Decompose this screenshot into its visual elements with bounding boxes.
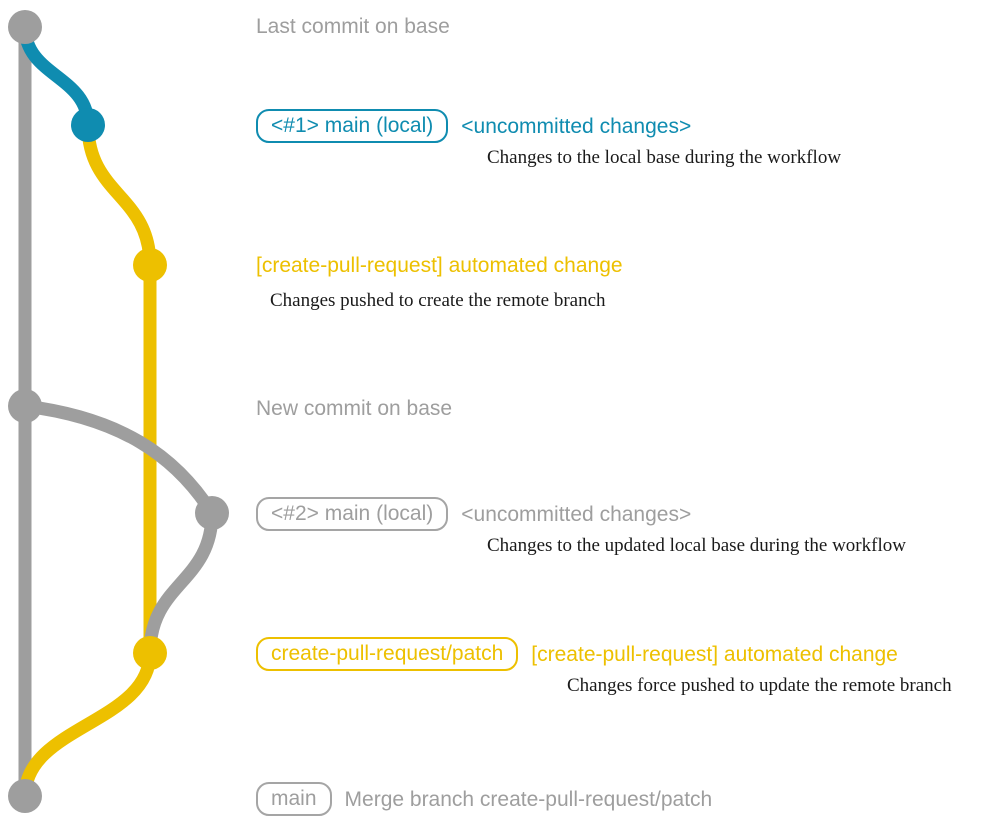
commit-node-base-top[interactable] xyxy=(8,10,42,44)
annotation-local-commit-2: <#2> main (local) <uncommitted changes> xyxy=(256,497,691,531)
commit-note-automated-change-2: Changes force pushed to update the remot… xyxy=(567,675,952,696)
ref-badge-main-local-2[interactable]: <#2> main (local) xyxy=(256,497,449,531)
commit-subject-automated-change-2: [create-pull-request] automated change xyxy=(531,642,898,666)
edge-local-2-to-patch-2 xyxy=(143,506,219,660)
edge-patch-2-to-merge xyxy=(18,646,157,803)
commit-node-base-new[interactable] xyxy=(8,389,42,423)
commit-node-local-2[interactable] xyxy=(195,496,229,530)
commit-node-patch-2[interactable] xyxy=(133,636,167,670)
edge-local-1-to-patch-1 xyxy=(81,118,157,272)
label-new-commit-on-base: New commit on base xyxy=(256,397,453,420)
commit-node-patch-1[interactable] xyxy=(133,248,167,282)
commit-node-merge[interactable] xyxy=(8,779,42,813)
commit-subject-merge: Merge branch create-pull-request/patch xyxy=(344,787,713,811)
commit-subject-local-1: <uncommitted changes> xyxy=(461,114,692,138)
commit-subject-automated-change-1: [create-pull-request] automated change xyxy=(256,254,623,277)
annotation-automated-change-2: create-pull-request/patch [create-pull-r… xyxy=(256,637,898,671)
annotation-merge-commit: main Merge branch create-pull-request/pa… xyxy=(256,782,712,816)
label-last-commit-on-base: Last commit on base xyxy=(256,15,450,38)
ref-badge-main-local-1[interactable]: <#1> main (local) xyxy=(256,109,449,143)
annotation-local-commit-1: <#1> main (local) <uncommitted changes> xyxy=(256,109,691,143)
annotation-automated-change-1: [create-pull-request] automated change xyxy=(256,255,623,276)
commit-note-automated-change-1: Changes pushed to create the remote bran… xyxy=(270,290,606,311)
commit-note-local-1: Changes to the local base during the wor… xyxy=(487,147,842,168)
edge-base-to-local-1 xyxy=(18,20,95,132)
ref-badge-main[interactable]: main xyxy=(256,782,332,816)
commit-node-local-1[interactable] xyxy=(71,108,105,142)
ref-badge-create-pull-request-patch[interactable]: create-pull-request/patch xyxy=(256,637,519,671)
edge-base-new-to-local-2 xyxy=(18,399,219,520)
commit-subject-local-2: <uncommitted changes> xyxy=(461,502,692,526)
commit-note-local-2: Changes to the updated local base during… xyxy=(487,535,906,556)
